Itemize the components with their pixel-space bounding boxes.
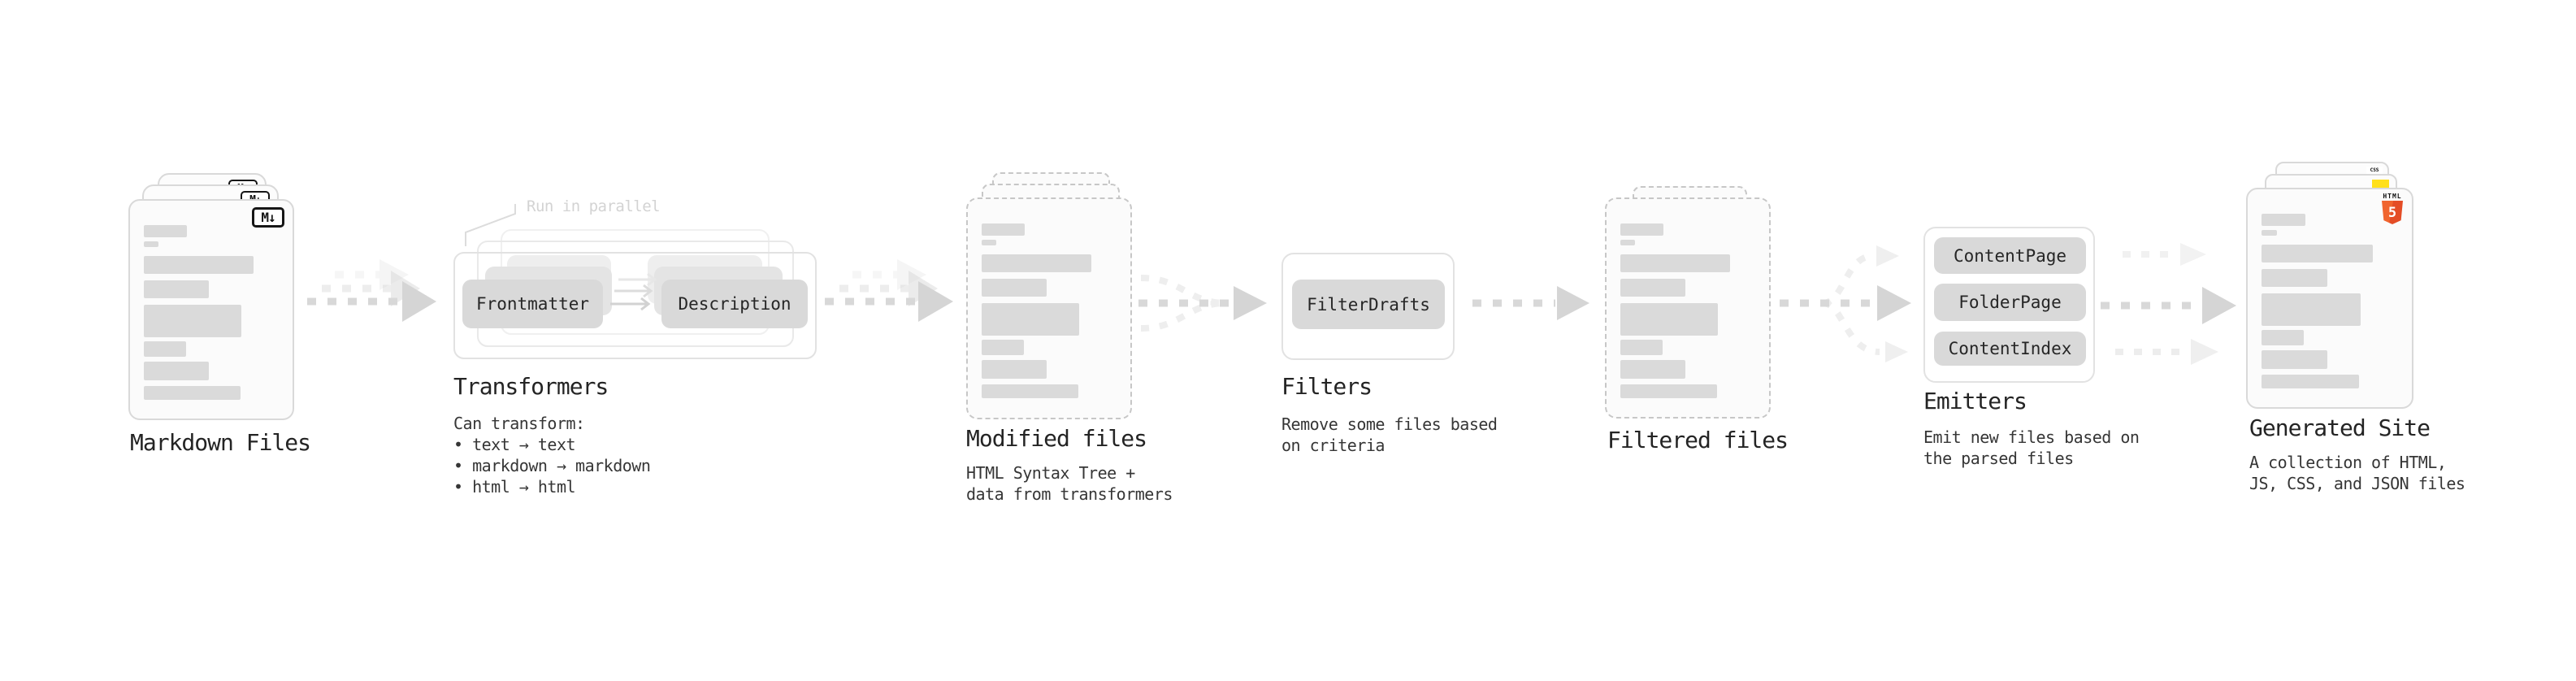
html5-icon-shield: 5 — [2382, 201, 2403, 224]
parallel-callout-line — [465, 204, 516, 246]
markdown-files-label: Markdown Files — [130, 429, 311, 456]
flow-arrow-filtered-to-emitters — [1780, 245, 1911, 362]
flow-arrow-modified-to-filters — [1138, 275, 1267, 332]
modified-file-card-front — [966, 197, 1132, 419]
emitters-heading: Emitters — [1923, 388, 2027, 414]
text-bar — [144, 280, 210, 298]
html5-icon-word: HTML — [2383, 193, 2402, 200]
html5-icon: HTML 5 — [2382, 193, 2403, 224]
transformers-heading: Transformers — [453, 373, 609, 400]
transformers-caption: Can transform: • text → text • markdown … — [453, 414, 651, 497]
text-bar — [1620, 223, 1664, 236]
text-bar — [1620, 303, 1719, 336]
text-bar — [1620, 279, 1686, 297]
text-bar — [982, 384, 1078, 398]
text-bar — [2262, 230, 2277, 236]
text-bar — [144, 362, 210, 380]
text-bar — [144, 256, 254, 274]
generated-site-label: Generated Site — [2249, 414, 2431, 441]
flow-arrow-filters-to-filtered — [1472, 286, 1589, 320]
text-bar — [982, 303, 1080, 336]
filtered-files-label: Filtered files — [1607, 427, 1789, 453]
text-bar — [144, 386, 241, 400]
mini-arrow-icon — [614, 284, 653, 298]
text-bar — [982, 240, 997, 245]
run-in-parallel-note: Run in parallel — [527, 197, 661, 215]
doc-text-bars — [982, 223, 1117, 398]
site-file-card-html: HTML 5 — [2246, 188, 2413, 409]
text-bar — [1620, 384, 1717, 398]
text-bar — [2262, 375, 2359, 388]
doc-text-bars — [144, 225, 280, 400]
text-bar — [1620, 340, 1663, 355]
text-bar — [1620, 254, 1731, 272]
transformer-layer-front — [453, 252, 817, 359]
markdown-file-card-front: M↓ — [128, 199, 294, 420]
text-bar — [2262, 293, 2361, 326]
flow-arrow-emitters-to-site — [2101, 243, 2236, 365]
text-bar — [982, 279, 1047, 297]
text-bar — [1620, 360, 1686, 379]
modified-files-label: Modified files — [966, 425, 1147, 452]
generated-site-caption: A collection of HTML, JS, CSS, and JSON … — [2249, 453, 2465, 493]
filtered-file-card-front — [1605, 197, 1771, 419]
text-bar — [1620, 240, 1636, 245]
modified-files-caption: HTML Syntax Tree + data from transformer… — [966, 463, 1173, 504]
emitter-content-page-pill: ContentPage — [1934, 237, 2086, 274]
emitter-content-index-pill: ContentIndex — [1934, 332, 2086, 366]
doc-text-bars — [2262, 214, 2399, 388]
text-bar — [2262, 330, 2305, 345]
transformer-description-pill: Description — [661, 280, 808, 328]
text-bar — [2262, 214, 2306, 226]
text-bar — [982, 340, 1024, 355]
emitters-caption: Emit new files based on the parsed files — [1923, 427, 2140, 468]
emitter-folder-page-pill: FolderPage — [1934, 284, 2086, 321]
mini-arrow-icon — [618, 272, 657, 287]
doc-text-bars — [1620, 223, 1756, 398]
flow-arrow-markdown-to-transformers — [307, 259, 436, 322]
text-bar — [144, 241, 159, 247]
text-bar — [982, 254, 1092, 272]
text-bar — [2262, 350, 2328, 369]
text-bar — [144, 341, 186, 357]
filters-container — [1281, 253, 1455, 360]
emitters-container — [1923, 227, 2095, 383]
markdown-icon: M↓ — [252, 207, 284, 228]
text-bar — [144, 305, 242, 337]
text-bar — [2262, 245, 2373, 262]
transformer-frontmatter-pill: Frontmatter — [462, 280, 603, 328]
flow-arrow-transformers-to-modified — [825, 259, 953, 322]
text-bar — [2262, 269, 2328, 287]
filter-drafts-pill: FilterDrafts — [1292, 280, 1445, 329]
filters-heading: Filters — [1281, 373, 1373, 400]
mini-arrow-icon — [610, 297, 651, 311]
text-bar — [982, 360, 1047, 379]
filters-caption: Remove some files based on criteria — [1281, 414, 1498, 455]
text-bar — [982, 223, 1026, 236]
text-bar — [144, 225, 188, 237]
